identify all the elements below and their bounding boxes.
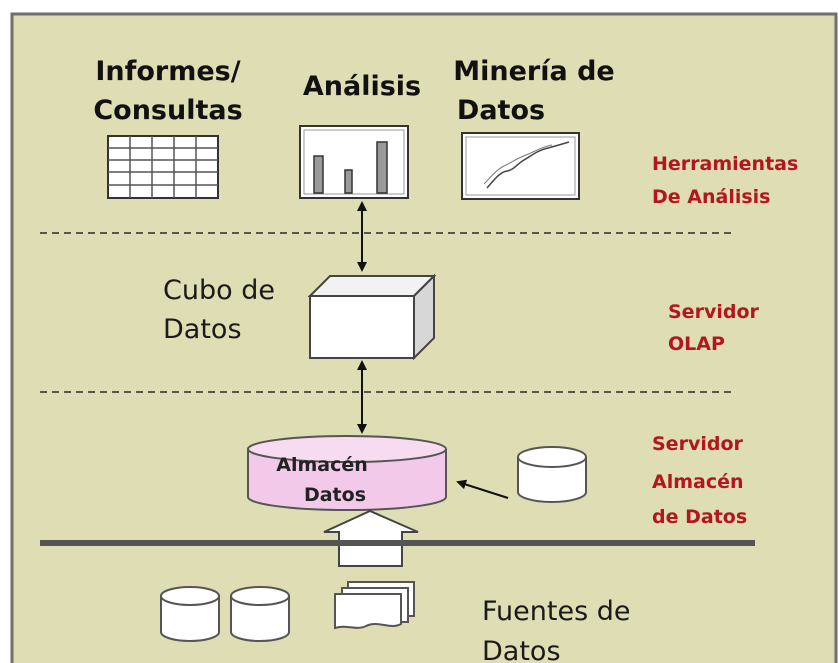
olap-layer-line1: Servidor: [668, 301, 759, 323]
data-cube-icon: [307, 273, 437, 361]
external-db-arrow: [456, 479, 509, 499]
document-stack-icon: [334, 581, 415, 630]
tools-layer-line1: Herramientas: [652, 153, 798, 175]
sources-label-line1: Fuentes de: [482, 596, 631, 627]
source-database-icon-1: [160, 586, 220, 642]
sources-label-line2: Datos: [482, 636, 561, 663]
external-database-icon: [517, 446, 587, 503]
mining-label-line2: Datos: [457, 95, 545, 126]
warehouse-database-icon: [247, 435, 447, 511]
reports-label-line2: Consultas: [93, 95, 242, 126]
cube-label-line2: Datos: [163, 314, 242, 345]
load-arrow: [323, 509, 419, 567]
tools-layer-line2: De Análisis: [652, 186, 770, 208]
warehouse-layer-line2: Almacén: [652, 471, 744, 493]
analysis-label: Análisis: [303, 71, 421, 102]
sources-boundary-bar: [40, 540, 755, 546]
warehouse-label-line2: Datos: [304, 484, 366, 506]
table-grid-icon: [107, 135, 219, 199]
bar-chart-icon: [299, 125, 409, 199]
warehouse-label-line1: Almacén: [276, 454, 368, 476]
warehouse-layer-line1: Servidor: [652, 433, 743, 455]
mining-label-line1: Minería de: [453, 56, 615, 87]
cube-label-line1: Cubo de: [163, 275, 275, 306]
warehouse-layer-line3: de Datos: [652, 506, 747, 528]
olap-layer-line2: OLAP: [668, 333, 725, 355]
line-chart-icon: [461, 132, 580, 200]
source-database-icon-2: [230, 586, 290, 642]
reports-label-line1: Informes/: [95, 56, 240, 87]
